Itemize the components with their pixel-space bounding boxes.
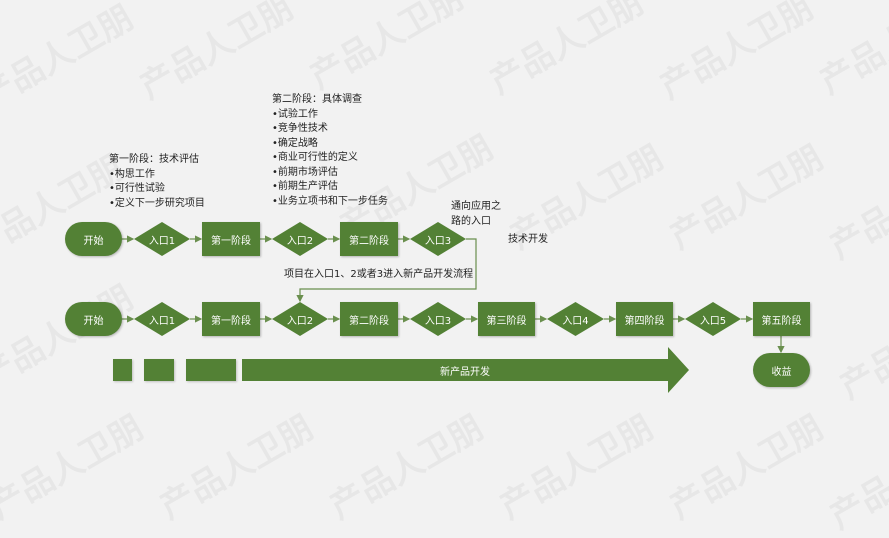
bottom-stage4-box[interactable]: 第四阶段 (616, 302, 673, 336)
top-start-node[interactable]: 开始 (65, 222, 122, 256)
bottom-start-label: 开始 (83, 315, 104, 327)
progress-block-2 (144, 359, 174, 381)
bottom-gate2-diamond[interactable]: 入口2 (272, 302, 328, 336)
top-stage2-label: 第二阶段 (349, 235, 389, 247)
progress-block-3 (186, 359, 236, 381)
bottom-gate4-diamond[interactable]: 入口4 (547, 302, 604, 336)
top-gate1-diamond[interactable]: 入口1 (134, 222, 190, 256)
top-gate2-label: 入口2 (286, 235, 314, 247)
top-gate2-diamond[interactable]: 入口2 (272, 222, 328, 256)
progress-arrow-icon (242, 347, 689, 393)
stage2-note: 第二阶段：具体调查 •试验工作 •竞争性技术 •确定战略 •商业可行性的定义 •… (272, 93, 388, 209)
bottom-stage5-label: 第五阶段 (761, 315, 802, 327)
top-gate3-label: 入口3 (424, 235, 452, 247)
stage1-note-title: 第一阶段：技术评估 (109, 154, 199, 165)
gate3-path-note: 通向应用之 路的入口 (451, 200, 501, 229)
gate3-path-line2: 路的入口 (451, 215, 491, 227)
stage2-note-item: •商业可行性的定义 (272, 152, 358, 163)
bottom-stage2-label: 第二阶段 (349, 315, 389, 327)
gate3-path-line1: 通向应用之 (451, 201, 501, 212)
bottom-gate3-diamond[interactable]: 入口3 (410, 302, 466, 336)
bottom-gate1-diamond[interactable]: 入口1 (134, 302, 190, 336)
top-stage1-box[interactable]: 第一阶段 (202, 222, 260, 256)
tech-dev-label: 技术开发 (508, 234, 548, 245)
bottom-stage4-label: 第四阶段 (624, 315, 665, 327)
top-stage2-box[interactable]: 第二阶段 (340, 222, 398, 256)
revenue-node[interactable]: 收益 (753, 353, 810, 387)
progress-block-1 (113, 359, 132, 381)
bottom-start-node[interactable]: 开始 (65, 302, 122, 336)
top-gate1-label: 入口1 (148, 235, 176, 247)
stage2-note-item: •试验工作 (272, 108, 318, 120)
stage1-note-item: •定义下一步研究项目 (109, 197, 205, 209)
bottom-stage3-box[interactable]: 第三阶段 (478, 302, 535, 336)
bottom-gate2-label: 入口2 (286, 315, 314, 327)
stage2-note-item: •业务立项书和下一步任务 (272, 195, 388, 207)
bottom-gate3-label: 入口3 (424, 315, 452, 327)
entry-note: 项目在入口1、2或者3进入新产品开发流程 (284, 269, 474, 280)
bottom-gate5-label: 入口5 (699, 315, 727, 327)
top-gate3-diamond[interactable]: 入口3 (410, 222, 466, 256)
revenue-label: 收益 (771, 366, 792, 378)
stage2-note-title: 第二阶段：具体调查 (272, 94, 362, 105)
stage2-note-item: •前期市场评估 (272, 166, 338, 178)
bottom-stage3-label: 第三阶段 (486, 315, 527, 327)
bottom-gate4-label: 入口4 (562, 315, 589, 327)
bottom-stage1-box[interactable]: 第一阶段 (202, 302, 260, 336)
bottom-stage2-box[interactable]: 第二阶段 (340, 302, 398, 336)
stage1-note-item: •可行性试验 (109, 183, 165, 194)
stage2-note-item: •前期生产评估 (272, 181, 338, 192)
bottom-gate1-label: 入口1 (148, 315, 176, 327)
stage1-note-item: •构思工作 (109, 168, 155, 180)
bottom-stage1-label: 第一阶段 (211, 315, 251, 327)
bottom-stage5-box[interactable]: 第五阶段 (753, 302, 810, 336)
stage2-note-item: •确定战略 (272, 137, 318, 149)
stage2-note-item: •竞争性技术 (272, 123, 328, 134)
top-stage1-label: 第一阶段 (211, 235, 251, 247)
bottom-gate5-diamond[interactable]: 入口5 (685, 302, 741, 336)
top-start-label: 开始 (83, 235, 104, 247)
progress-arrow-label: 新产品开发 (440, 367, 490, 378)
stage1-note: 第一阶段：技术评估 •构思工作 •可行性试验 •定义下一步研究项目 (109, 153, 205, 211)
connectors (122, 235, 785, 354)
